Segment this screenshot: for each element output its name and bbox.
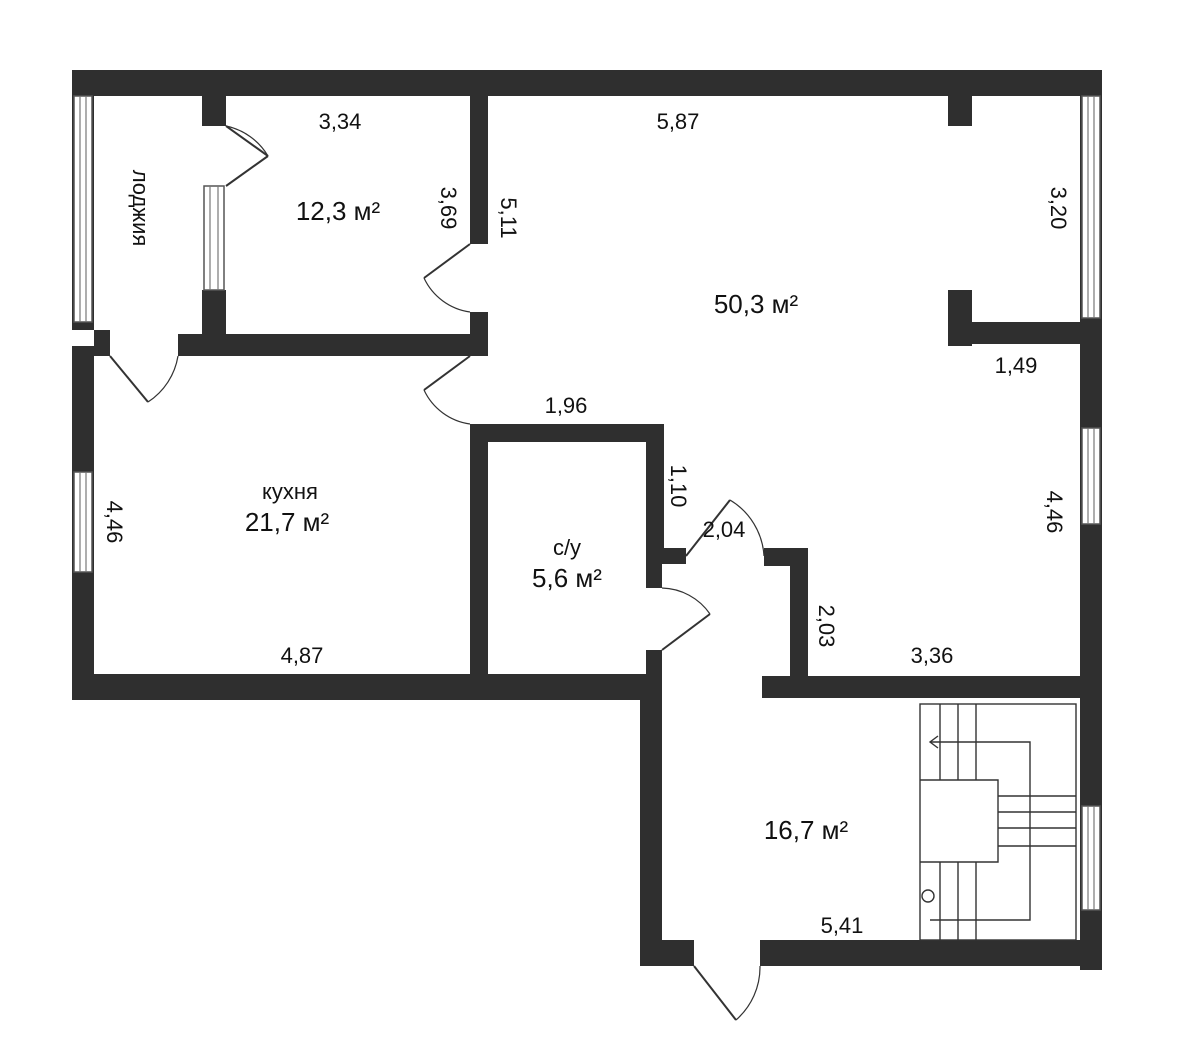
dim-living-partition: 5,11 — [496, 197, 521, 239]
walls — [72, 70, 1102, 970]
room-label-bathroom: с/у — [552, 535, 582, 560]
staircase — [919, 703, 1077, 941]
dim-kitchen-width: 4,87 — [280, 643, 324, 668]
area-label-kitchen: 21,7 м² — [244, 507, 330, 537]
dim-corridor-width: 1,96 — [544, 393, 588, 418]
dim-bedroom-width: 3,34 — [318, 109, 362, 134]
dim-living-width: 5,87 — [656, 109, 700, 134]
dim-living-height: 4,46 — [1042, 490, 1067, 534]
room-label-loggia: лоджия — [128, 169, 153, 247]
dim-hall-width: 2,04 — [702, 517, 746, 542]
dim-hall-depth: 2,03 — [814, 604, 839, 648]
dim-bath-depth: 1,10 — [666, 464, 691, 508]
doors — [109, 125, 765, 1021]
area-label-stair-hall: 16,7 м² — [763, 815, 849, 845]
room-label-kitchen: кухня — [262, 479, 318, 504]
windows — [73, 95, 1101, 911]
area-label-bathroom: 5,6 м² — [532, 563, 602, 593]
area-label-living: 50,3 м² — [713, 289, 799, 319]
dim-kitchen-height: 4,46 — [102, 500, 127, 544]
dim-bay-height: 3,20 — [1046, 186, 1071, 230]
dim-living-bottom: 3,36 — [910, 643, 954, 668]
dim-bedroom-height: 3,69 — [436, 186, 461, 230]
area-label-bedroom: 12,3 м² — [295, 196, 381, 226]
dim-bay-step: 1,49 — [994, 353, 1038, 378]
dim-stair-width: 5,41 — [820, 913, 864, 938]
